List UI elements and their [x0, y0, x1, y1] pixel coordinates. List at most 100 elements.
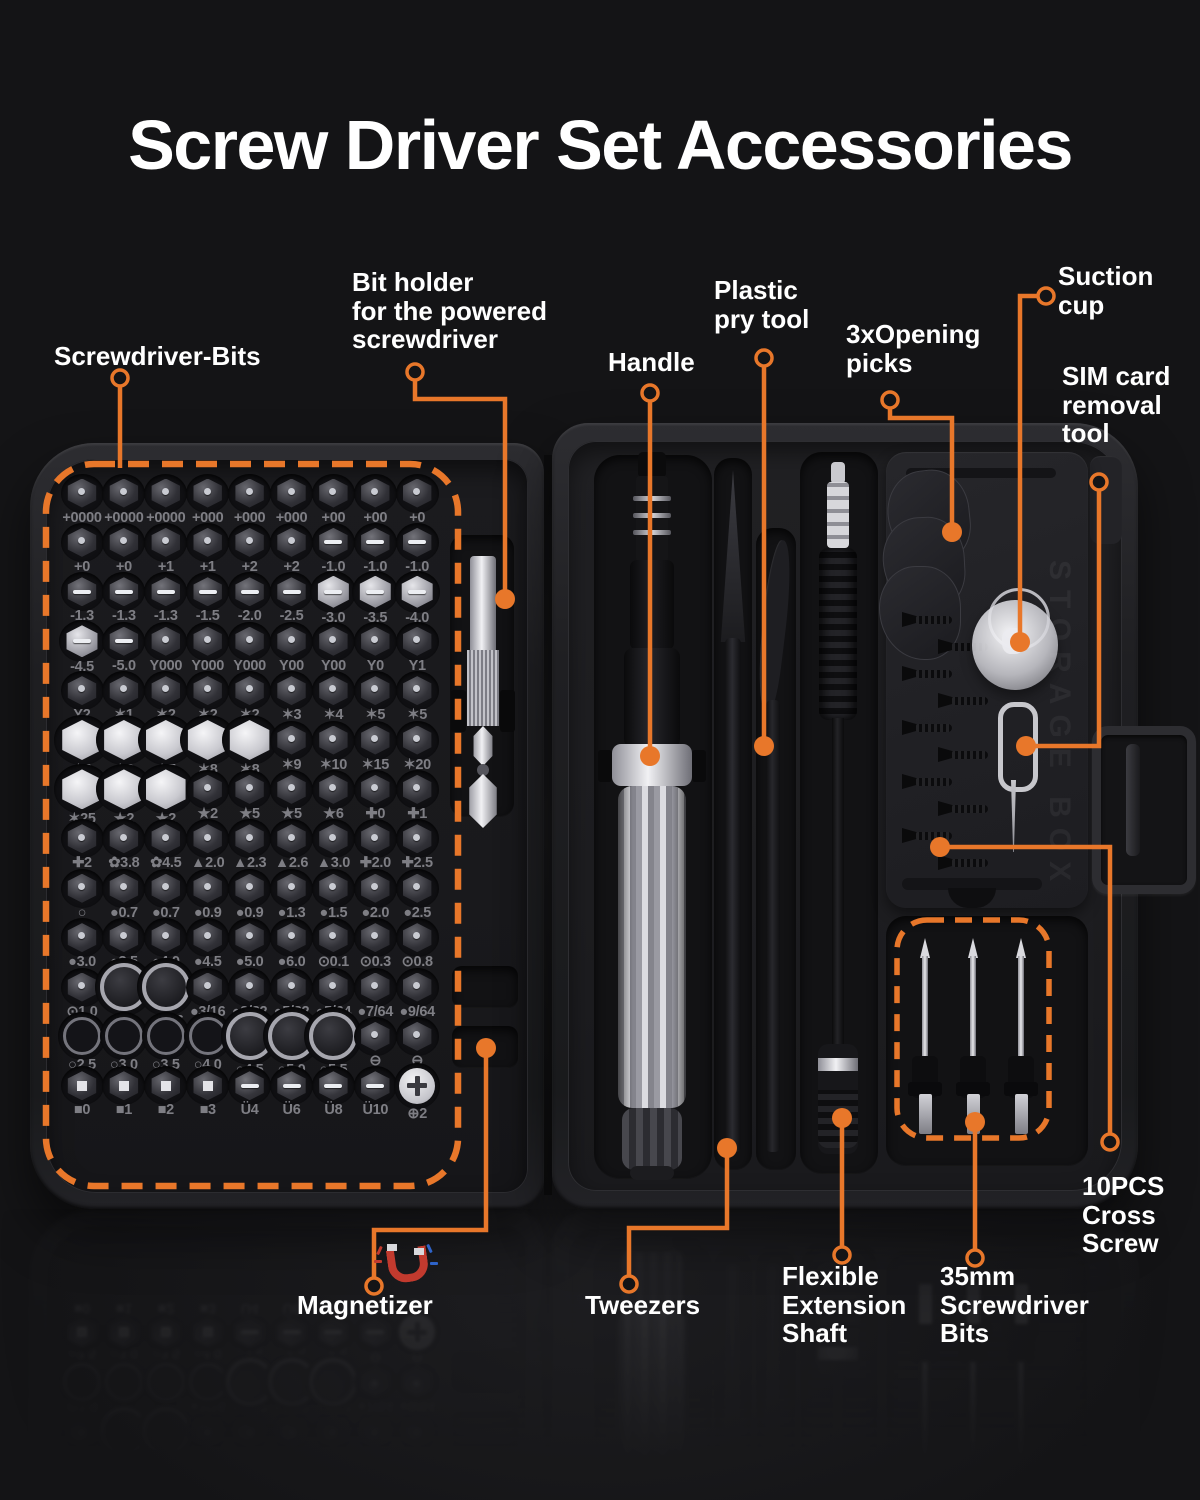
bit-35mm-tip: [968, 1460, 978, 1480]
bit-size-label: ○5.0: [277, 1339, 306, 1356]
bit: [401, 1466, 434, 1495]
bit-mark-dot: [371, 635, 379, 643]
cross-screw: [902, 612, 954, 627]
bit-mark-slot: [408, 540, 427, 545]
bit-pocket: [60, 1460, 104, 1500]
bit-pocket: [353, 1362, 397, 1402]
bit-size-label: ●3.5: [110, 1447, 138, 1464]
toolkit-case: +0000+0000+0000+000+000+000+00+00+0+0+0+…: [0, 1209, 1200, 1500]
bit: [233, 1318, 266, 1347]
tweezers-body: [725, 638, 741, 1152]
bit-size-label: ●5/64: [315, 1398, 352, 1415]
case-hinge-gap: [544, 455, 552, 1195]
screw-shaft: [952, 696, 988, 705]
storage-lid-groove-top: [906, 468, 1056, 478]
bits-35mm-recess: [886, 916, 1088, 1166]
bit-pocket: [228, 1411, 272, 1451]
bit-size-label: ●5/32: [273, 1398, 310, 1415]
bit-mark-dot: [329, 932, 337, 940]
bit: [191, 1417, 224, 1446]
bit-mark-square: [202, 1080, 213, 1091]
bit-size-label: ■1: [115, 1299, 132, 1316]
bit-mark-dot: [287, 734, 295, 742]
screw-head: [902, 774, 917, 789]
screw-head: [938, 639, 953, 654]
bit-size-label: ●6.0: [277, 1447, 306, 1464]
callout-screwdriver-bits: Screwdriver-Bits: [54, 341, 261, 371]
bit: [275, 1318, 308, 1347]
bit-mark-dot: [371, 932, 379, 940]
bit-pocket: [58, 1357, 106, 1406]
handle-neck: [636, 476, 668, 562]
bit-mark-dot: [203, 487, 211, 495]
bit-35mm-shaft: [970, 956, 976, 1060]
bit: [233, 1417, 266, 1446]
cross-screw: [902, 666, 954, 681]
bit-mark-slot: [282, 589, 301, 594]
bit: [359, 1417, 392, 1446]
bit-mark-dot: [203, 981, 211, 989]
bit-size-label: ■0: [73, 1299, 91, 1316]
bit-35mm-tip: [920, 1460, 930, 1480]
bit-mark-cross: [414, 1075, 420, 1096]
bit-mark-dot: [371, 685, 379, 693]
bit-size-label: ●1/16: [148, 1389, 184, 1405]
bit-mark-slot: [324, 1330, 342, 1334]
bit-size-label: ●3.0: [68, 1447, 96, 1464]
handle-ring-3: [633, 530, 671, 535]
bit-mark-dot: [287, 784, 295, 792]
bit-mark-dot: [245, 635, 253, 643]
bit-size-label: ⊙0.3: [359, 1447, 391, 1464]
bit-pocket: [144, 1312, 188, 1352]
handle-upper-body: [630, 560, 674, 650]
bit-mark-dot: [413, 932, 421, 940]
magnet-spark-1: [376, 1245, 383, 1256]
handle-ring-1: [633, 496, 671, 501]
bit-mark-dot: [413, 981, 421, 989]
bit-35mm-clip: [908, 1322, 942, 1336]
bit-size-label: ●4.0: [151, 1447, 180, 1464]
bit-35mm-holder: [912, 1320, 938, 1362]
sim-tool-pin: [1011, 780, 1016, 852]
handle-cap: [638, 452, 666, 478]
bit-mark-dot: [245, 981, 253, 989]
bit: [309, 1357, 358, 1406]
bit-pocket: [228, 1312, 272, 1352]
bit-mark-dot: [78, 685, 86, 693]
screw-head: [902, 612, 917, 627]
bit-mark-dot: [245, 537, 253, 545]
bit: [66, 1466, 99, 1495]
case-latch: [1092, 726, 1196, 894]
bit-size-label: ●7/64: [357, 1398, 394, 1415]
bit-mark-dot: [119, 833, 127, 841]
shaft-collet-band: [818, 1058, 858, 1071]
bit-mark-dot: [371, 1380, 378, 1387]
magnetizer-slot-1: [452, 966, 518, 1008]
bit: [317, 1417, 350, 1446]
bit-size-label: ○3.0: [110, 1344, 138, 1361]
bit-size-label: Ü4: [240, 1299, 259, 1316]
bit-size-label: ●1/8: [110, 1389, 138, 1405]
bit-mark-dot: [204, 1429, 211, 1436]
bit-size-label: ⊙0.1: [317, 1447, 349, 1464]
bit-mark-square: [118, 1080, 129, 1091]
bit-mark-slot: [324, 540, 343, 545]
bit-mark-dot: [413, 1031, 421, 1039]
bit: [317, 1466, 350, 1495]
bit-mark-dot: [119, 487, 127, 495]
bit-35mm-shank: [918, 1284, 932, 1324]
screw-shaft: [916, 831, 952, 840]
bit: [63, 1362, 101, 1401]
bit: [188, 1362, 227, 1401]
bit-pocket: [311, 1411, 355, 1451]
screw-shaft: [952, 642, 988, 651]
magnet-tip-right: [414, 1248, 424, 1255]
bit-mark-slot: [240, 1083, 259, 1088]
bit-size-label: ●9/64: [399, 1398, 435, 1415]
bit-mark-dot: [203, 932, 211, 940]
bit: [191, 1466, 224, 1495]
bit-mark-dot: [203, 537, 211, 545]
screw-shaft: [952, 750, 988, 759]
bit-35mm-shaft: [970, 1358, 976, 1462]
